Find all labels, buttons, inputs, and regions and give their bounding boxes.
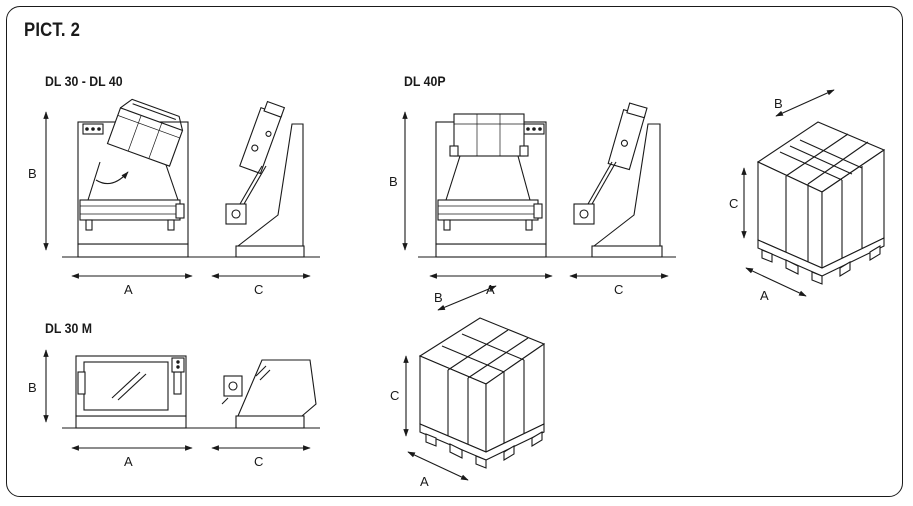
dim-c-label: C [390, 388, 400, 403]
pallet-package-upper [756, 121, 886, 285]
dim-a-label: A [420, 474, 429, 489]
dl30-dl40-front-view [62, 98, 320, 258]
pallet-package-lower [418, 317, 546, 469]
dim-c-label: C [614, 282, 624, 297]
model-label-dl40p: DL 40P [404, 73, 446, 89]
page-title: PICT. 2 [24, 20, 81, 41]
dl30-dl40-side-view [225, 100, 305, 258]
dim-a-label: A [760, 288, 769, 303]
dim-a-arrow [745, 267, 807, 297]
dim-b-arrow [437, 285, 497, 311]
dim-c-label: C [729, 196, 739, 211]
dl30m-front-view [62, 355, 320, 429]
dim-b-label: B [434, 290, 443, 305]
dim-c-label: C [254, 454, 264, 469]
page-frame [6, 6, 903, 497]
dl30m-side-view [221, 359, 317, 429]
model-label-dl30-dl40: DL 30 - DL 40 [45, 73, 123, 89]
dim-a-arrow [407, 451, 469, 481]
dim-b-label: B [28, 166, 37, 181]
dim-a-label: A [486, 282, 495, 297]
dim-c-label: C [254, 282, 264, 297]
dim-b-label: B [28, 380, 37, 395]
dim-a-label: A [124, 454, 133, 469]
dim-b-arrow [775, 89, 835, 117]
dim-a-label: A [124, 282, 133, 297]
dl40p-front-view [418, 113, 676, 258]
model-label-dl30m: DL 30 M [45, 320, 93, 336]
dl40p-side-view [573, 102, 663, 258]
dim-b-label: B [389, 174, 398, 189]
dim-b-label: B [774, 96, 783, 111]
